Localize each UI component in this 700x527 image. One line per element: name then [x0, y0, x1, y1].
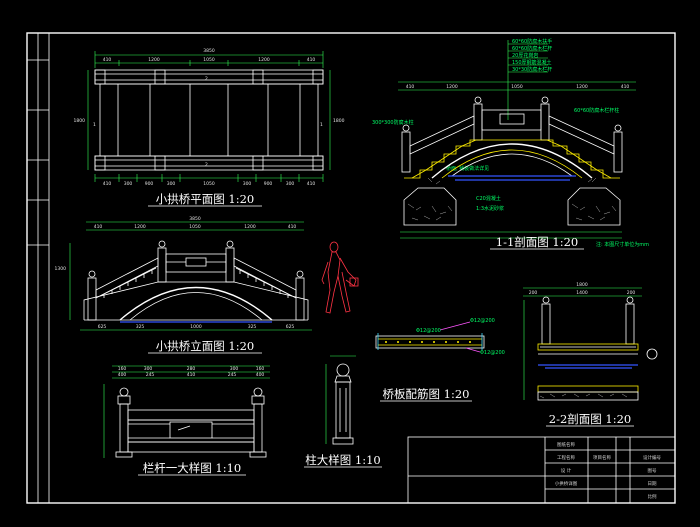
- plan-bottom-dim-8: 300: [286, 181, 295, 187]
- plan-mark-bottom: 2: [205, 162, 208, 168]
- s22-dim-4: 200: [627, 290, 636, 296]
- s22-dim-1: 1800: [576, 282, 588, 288]
- stone-hatch: [407, 177, 617, 221]
- railing-top-dim-5: 160: [256, 366, 265, 372]
- plan-bottom-dim-6: 300: [243, 181, 252, 187]
- elev-top-dim-4: 1200: [244, 224, 256, 230]
- elev-bottom-dim-5: 625: [286, 324, 295, 330]
- elev-overall-dim: 3850: [189, 216, 201, 222]
- railing-mid-dim-2: 245: [146, 372, 155, 378]
- s11-dim-1: 410: [406, 84, 415, 90]
- tb-r3-c5: 图号: [648, 468, 657, 474]
- plan-bottom-dim-2: 300: [124, 181, 133, 187]
- plan-bottom-dim-3: 900: [145, 181, 154, 187]
- left-info-strip: [27, 33, 50, 503]
- elev-top-dim-2: 1200: [134, 224, 146, 230]
- railing-mid-dim-3: 410: [187, 372, 196, 378]
- plan-mark-top: 2: [205, 76, 208, 82]
- railing-top-dim-2: 300: [144, 366, 153, 372]
- elev-top-dim-5: 410: [288, 224, 297, 230]
- note-post-300: 300*300防腐木柱: [372, 119, 414, 126]
- rebar-label-3: Φ12@200: [480, 350, 505, 356]
- tb-r4-c4: 小拱桥详图: [555, 480, 578, 487]
- section-1-1-title: 1-1剖面图 1:20: [496, 235, 579, 249]
- section-1-1-notes: 60*60防腐木扶手 60*60防腐木栏杆 20厚花岗岩 150厚钢筋混凝土 3…: [372, 38, 619, 212]
- rebar-label-2: Φ12@200: [416, 328, 441, 334]
- note-c20: C20混凝土: [476, 195, 501, 202]
- railing-top-dim-1: 160: [118, 366, 127, 372]
- plan-top-dim-4: 1200: [258, 57, 270, 63]
- elev-bottom-dim-3: 1000: [190, 324, 202, 330]
- railing-mid-dim-5: 400: [256, 372, 265, 378]
- section-1-1: 60*60防腐木扶手 60*60防腐木栏杆 20厚花岗岩 150厚钢筋混凝土 3…: [372, 38, 649, 250]
- plan-title: 小拱桥平面图 1:20: [156, 192, 254, 206]
- elev-bottom-dim-2: 325: [136, 324, 145, 330]
- plan-side-right-dim: 1800: [333, 118, 345, 124]
- rebar-title: 桥板配筋图 1:20: [383, 387, 470, 401]
- title-block: 图纸名称 工程名称 项目名称 设计编号 设 计 图号 小拱桥详图 日期 比例: [407, 436, 676, 504]
- railing-mid-dim-4: 245: [228, 372, 237, 378]
- tb-r1-c4: 图纸名称: [557, 441, 575, 448]
- railing-detail: 160 300 280 300 160 400 245 410 245 400 …: [103, 365, 270, 476]
- section-2-2-title: 2-2剖面图 1:20: [549, 412, 632, 426]
- elevation-title: 小拱桥立面图 1:20: [156, 339, 254, 353]
- scale-figure: [321, 241, 359, 314]
- note-concrete: 150厚钢筋混凝土: [512, 59, 552, 66]
- plan-mark-right: 1: [320, 122, 323, 128]
- tb-r2-c5: 设计编号: [643, 454, 661, 461]
- elev-bottom-dim-4: 325: [248, 324, 257, 330]
- railing-title: 栏杆一大样图 1:10: [143, 461, 241, 475]
- elev-height-dim: 1300: [55, 266, 67, 272]
- column-title: 柱大样图 1:10: [305, 453, 380, 467]
- plan-mark-left: 1: [93, 122, 96, 128]
- units-note: 注: 本图尺寸单位为mm: [596, 241, 649, 248]
- elev-bottom-dim-1: 625: [98, 324, 107, 330]
- tb-r2-c1: 工程名称: [557, 454, 575, 461]
- tb-r4-c5: 日期: [648, 481, 657, 487]
- note-railing: 60*60防腐木栏杆: [512, 45, 552, 52]
- s22-dim-3: 1400: [576, 290, 588, 296]
- tb-r5-c5: 比例: [648, 493, 657, 500]
- elev-top-dim-1: 410: [94, 224, 103, 230]
- column-detail: 柱大样图 1:10: [304, 355, 382, 468]
- note-rail-post: 60*60防腐木栏杆柱: [574, 107, 619, 114]
- plan-view: 3850 410 1200 1050 1200 410: [74, 48, 345, 207]
- plan-overall-dim: 3850: [203, 48, 215, 54]
- plan-side-left-dim: 1800: [74, 118, 86, 124]
- tb-r3-c1: 设 计: [561, 467, 572, 474]
- rebar-label-1: Φ12@200: [470, 318, 495, 324]
- railing-top-dim-4: 300: [230, 366, 239, 372]
- s11-dim-3: 1050: [511, 84, 523, 90]
- s11-dim-4: 1200: [576, 84, 588, 90]
- plan-top-dim-5: 410: [307, 57, 316, 63]
- note-paving: 桥面, 铺装做法详见: [446, 165, 489, 172]
- plan-bottom-dim-7: 900: [264, 181, 273, 187]
- plan-bottom-dim-4: 300: [167, 181, 176, 187]
- sheet-border: [26, 32, 676, 504]
- note-granite: 20厚花岗岩: [512, 52, 538, 59]
- railing-top-dim-3: 280: [187, 366, 196, 372]
- elevation-view: 3850 410 1200 1050 1200 410 1300: [55, 216, 312, 354]
- s11-dim-5: 410: [621, 84, 630, 90]
- plan-top-dim-1: 410: [103, 57, 112, 63]
- plan-top-dim-2: 1200: [148, 57, 160, 63]
- elev-top-dim-3: 1050: [189, 224, 201, 230]
- plan-bottom-dim-1: 410: [103, 181, 112, 187]
- plan-bottom-dim-5: 1050: [203, 181, 215, 187]
- s11-dim-2: 1200: [446, 84, 458, 90]
- note-mortar: 1:3水泥砂浆: [476, 205, 504, 212]
- tb-r2-c4: 项目名称: [593, 454, 611, 461]
- section-2-2: 1800 200 1400 200 2-2剖面图 1:20: [523, 282, 658, 427]
- plan-bottom-dim-9: 410: [307, 181, 316, 187]
- note-rail-30: 30*30防腐木栏杆: [512, 66, 552, 73]
- s22-dim-2: 200: [529, 290, 538, 296]
- note-handrail: 60*60防腐木扶手: [512, 38, 552, 45]
- railing-mid-dim-1: 400: [118, 372, 127, 378]
- plan-top-dim-3: 1050: [203, 57, 215, 63]
- rebar-diagram: Φ12@200 Φ12@200 Φ12@200 桥板配筋图 1:20: [375, 318, 505, 402]
